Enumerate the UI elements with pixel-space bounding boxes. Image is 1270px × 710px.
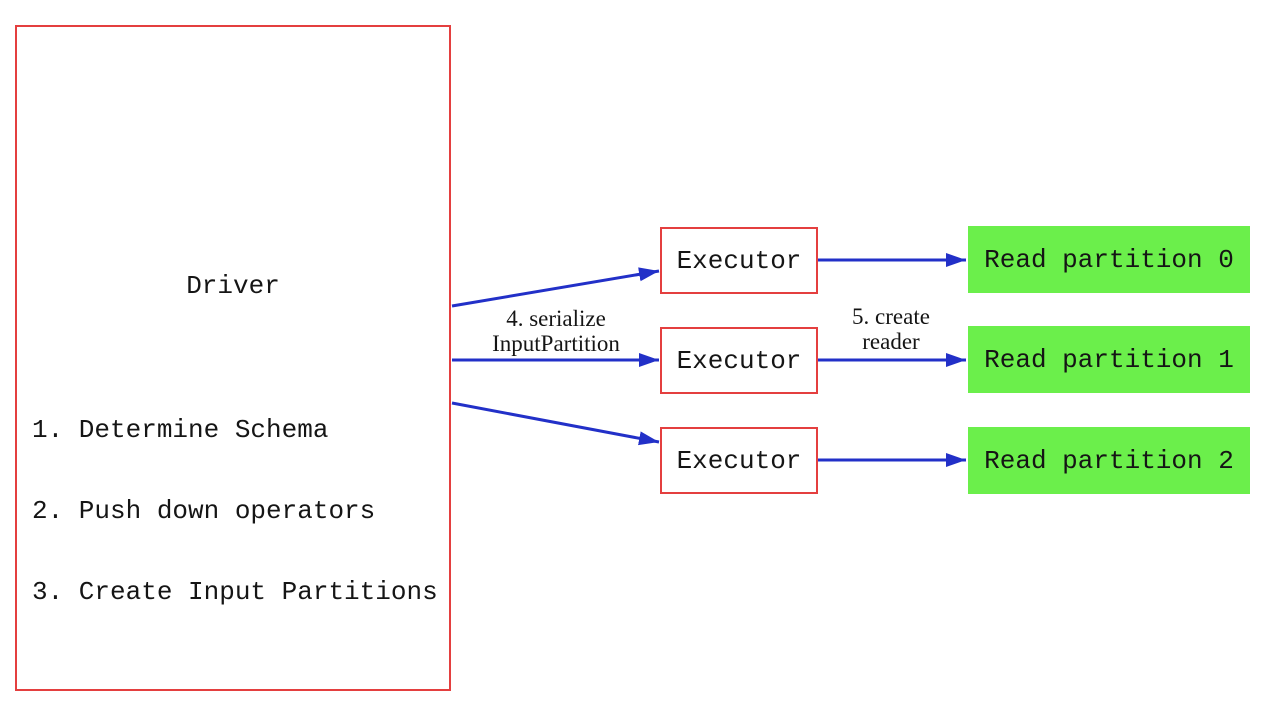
read-partition-box-0: Read partition 0 xyxy=(968,226,1250,293)
driver-steps-list: 1. Determine Schema 2. Push down operato… xyxy=(32,363,438,660)
driver-step-1: 1. Determine Schema xyxy=(32,415,329,445)
edge-label-line: 5. create xyxy=(852,304,930,329)
edge-label-serialize-input-partition: 4. serialize InputPartition xyxy=(446,306,666,356)
driver-box: Driver 1. Determine Schema 2. Push down … xyxy=(15,25,451,691)
read-partition-label: Read partition 2 xyxy=(984,445,1234,476)
executor-label: Executor xyxy=(676,445,802,476)
edge-label-line: InputPartition xyxy=(492,331,620,356)
edge-label-create-reader: 5. create reader xyxy=(781,304,1001,354)
edge-label-line: reader xyxy=(862,329,920,354)
read-partition-label: Read partition 0 xyxy=(984,244,1234,275)
executor-box-3: Executor xyxy=(660,427,818,494)
read-partition-box-2: Read partition 2 xyxy=(968,427,1250,494)
driver-step-2: 2. Push down operators xyxy=(32,496,376,526)
executor-label: Executor xyxy=(676,245,802,276)
driver-title: Driver xyxy=(186,271,280,301)
arrow-driver-to-executor-3 xyxy=(451,401,660,446)
executor-box-2: Executor xyxy=(660,327,818,394)
read-partition-box-1: Read partition 1 xyxy=(968,326,1250,393)
executor-label: Executor xyxy=(676,345,802,376)
driver-step-3: 3. Create Input Partitions xyxy=(32,577,438,607)
read-partition-label: Read partition 1 xyxy=(984,344,1234,375)
executor-box-1: Executor xyxy=(660,227,818,294)
arrow-driver-to-executor-1 xyxy=(451,267,660,308)
edge-label-line: 4. serialize xyxy=(506,306,606,331)
